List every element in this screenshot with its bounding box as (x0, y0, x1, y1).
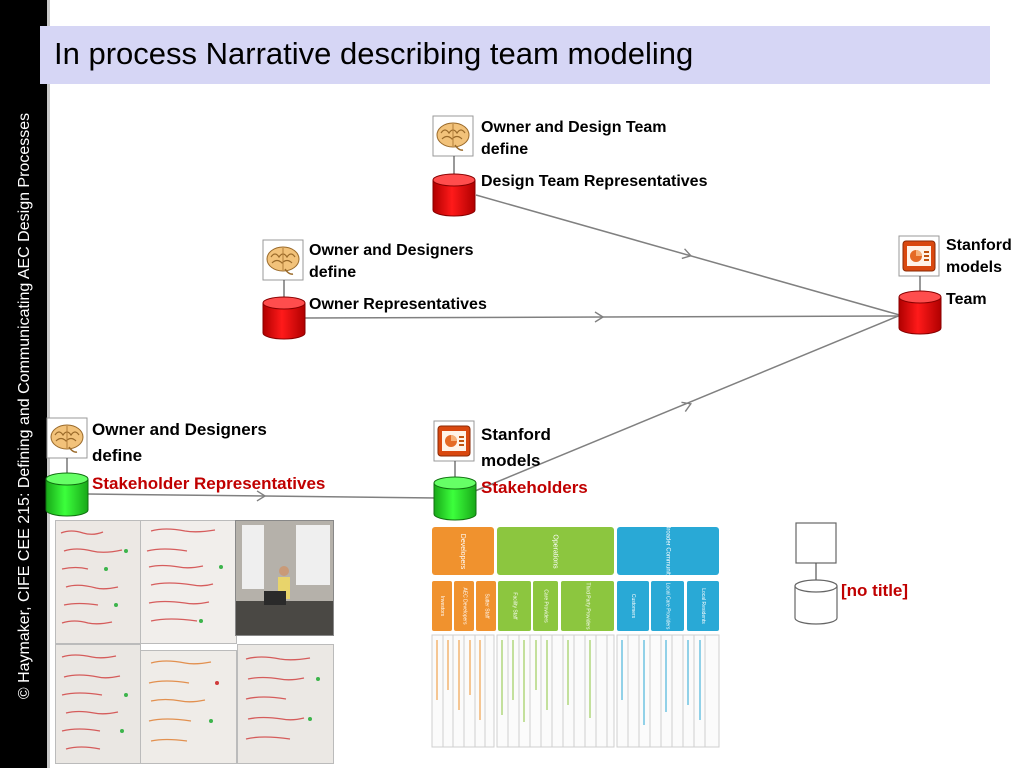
org-label-sub: Investors (439, 595, 446, 617)
brain-icon (262, 239, 304, 281)
stakeholders-cylinder (433, 476, 477, 521)
org-label-operations: Operations (552, 533, 559, 569)
owner-label: Owner and Designers define (309, 240, 474, 284)
connector-stakeholder-to-model (87, 493, 438, 499)
sidebar: © Haymaker, CIFE CEE 215: Defining and C… (0, 0, 50, 768)
team-cylinder (898, 290, 942, 335)
owner-output: Owner Representatives (309, 296, 487, 313)
no-title-label: [no title] (841, 581, 909, 600)
stakeholder-actor: Owner and Designers (92, 420, 267, 439)
brain-icon (432, 115, 474, 157)
empty-cylinder (794, 579, 838, 625)
flow-connectors (87, 194, 904, 502)
whiteboard-photo (55, 520, 141, 644)
design-team-label: Owner and Design Team define (481, 117, 667, 161)
connector-stakeholders-to-team (474, 313, 904, 492)
org-label-sub: Local Residents (700, 588, 707, 624)
stakeholders-model-verb: models (481, 451, 541, 470)
team-actor: Stanford (946, 237, 1012, 254)
org-box-operations (497, 527, 614, 575)
owner-actor: Owner and Designers (309, 242, 474, 259)
title-bar: In process Narrative describing team mod… (40, 26, 990, 84)
org-label-developers: Developers (459, 533, 467, 569)
org-label-sub: Local Care Providers (664, 582, 671, 630)
meeting-photo (235, 520, 334, 636)
stakeholder-verb: define (92, 446, 143, 465)
org-label-sub: Third Party Providers (584, 582, 591, 630)
whiteboard-photo (237, 644, 334, 764)
org-box-developers (432, 527, 494, 575)
brain-icon (46, 417, 88, 459)
org-label-sub: Facility Staff (511, 592, 518, 620)
org-label-sub: Sutter Staff (483, 593, 490, 619)
team-verb: models (946, 259, 1003, 276)
team-output: Team (946, 291, 987, 308)
design-team-output: Design Team Representatives (481, 173, 708, 190)
slide-title: In process Narrative describing team mod… (54, 36, 694, 71)
whiteboard-photo (140, 520, 237, 644)
design-team-cylinder (432, 173, 476, 217)
design-team-actor: Owner and Design Team (481, 119, 667, 136)
stakeholder-cylinder (45, 472, 89, 517)
org-chart (431, 527, 720, 748)
org-box-broader-community (617, 527, 719, 575)
presentation-icon (898, 235, 940, 277)
org-label-sub: Care Providers (542, 589, 549, 623)
owner-cylinder (262, 296, 306, 340)
presentation-icon (433, 420, 475, 462)
stakeholder-output: Stakeholder Representatives (92, 474, 326, 493)
stakeholders-model-label: Stanford models (481, 422, 551, 474)
stakeholder-label: Owner and Designers define (92, 417, 267, 469)
org-label-sub: AEC Developers (461, 587, 467, 625)
org-label-broader-community: Broader Community (664, 524, 671, 578)
whiteboard-photo (140, 650, 237, 764)
whiteboard-photo (55, 644, 141, 764)
owner-verb: define (309, 264, 357, 281)
stakeholders-model-output: Stakeholders (481, 478, 588, 497)
org-label-sub: Customers (630, 593, 636, 619)
stakeholders-model-actor: Stanford (481, 425, 551, 444)
design-team-verb: define (481, 141, 529, 158)
empty-square-icon (795, 522, 837, 564)
team-label: Stanford models (946, 235, 1012, 279)
